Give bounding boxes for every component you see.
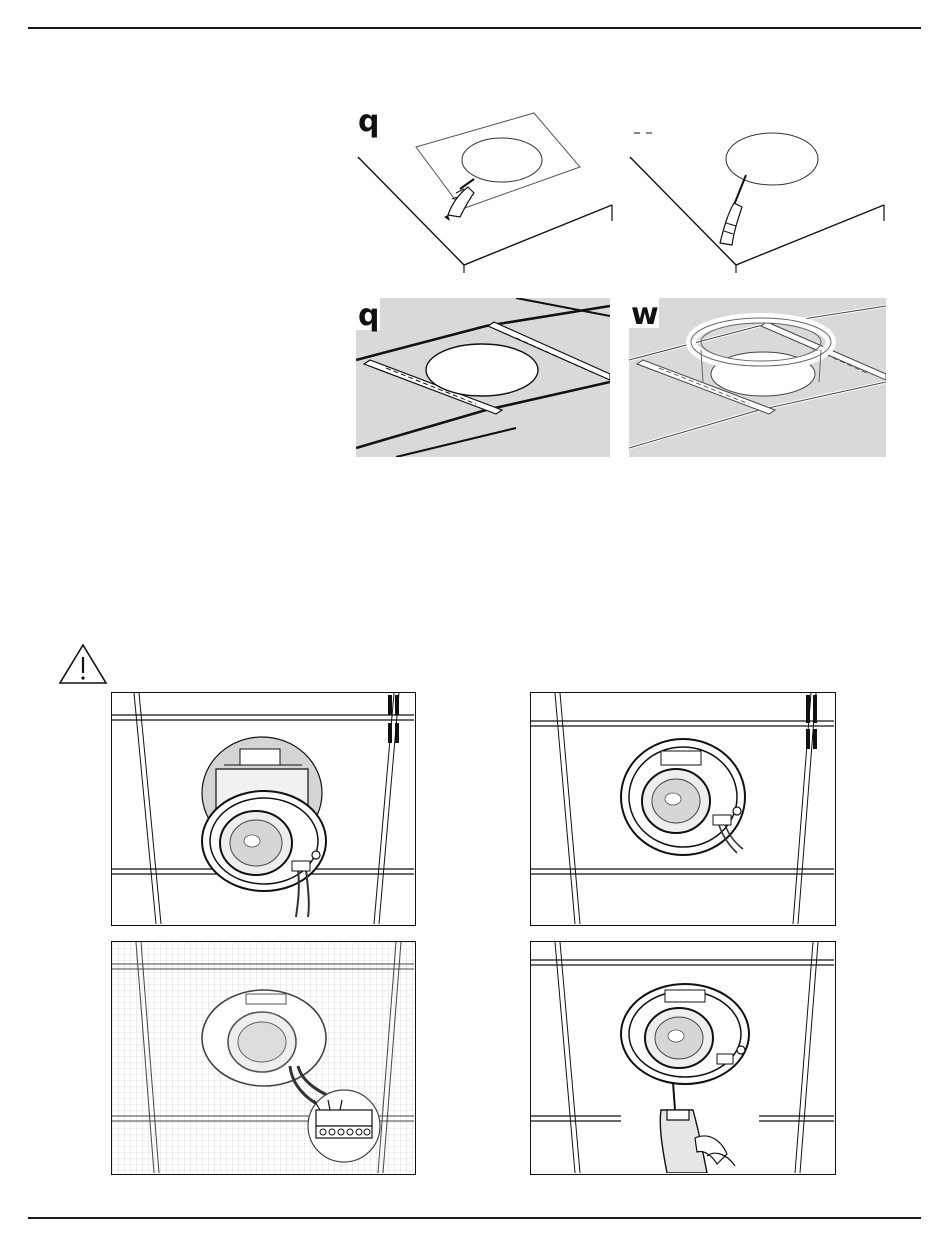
figure-wiring-detail <box>111 941 416 1175</box>
speaker-seated-illustration <box>531 693 834 924</box>
insert-speaker-illustration <box>112 693 414 924</box>
bottom-rule <box>28 1217 921 1219</box>
figure-insert-speaker <box>111 692 416 926</box>
step-label-q-grid: q <box>358 298 379 333</box>
tile-hole-illustration: q <box>356 298 610 457</box>
mounting-ring-illustration: w <box>629 298 886 457</box>
trace-template-illustration: q <box>356 105 614 273</box>
figure-cut-hole <box>628 105 886 273</box>
figure-trace-template: q <box>356 105 614 273</box>
figure-tighten-screws <box>530 941 836 1175</box>
warning-triangle-icon <box>58 643 108 685</box>
top-rule <box>28 27 921 29</box>
step-label-q: q <box>358 105 379 139</box>
figure-tile-hole: q <box>356 298 610 457</box>
figure-mounting-ring: w <box>629 298 886 457</box>
wiring-detail-illustration <box>112 942 414 1173</box>
tighten-screws-illustration <box>531 942 834 1173</box>
step-label-w: w <box>631 298 659 332</box>
figure-speaker-seated <box>530 692 836 926</box>
cut-hole-illustration <box>628 105 886 273</box>
